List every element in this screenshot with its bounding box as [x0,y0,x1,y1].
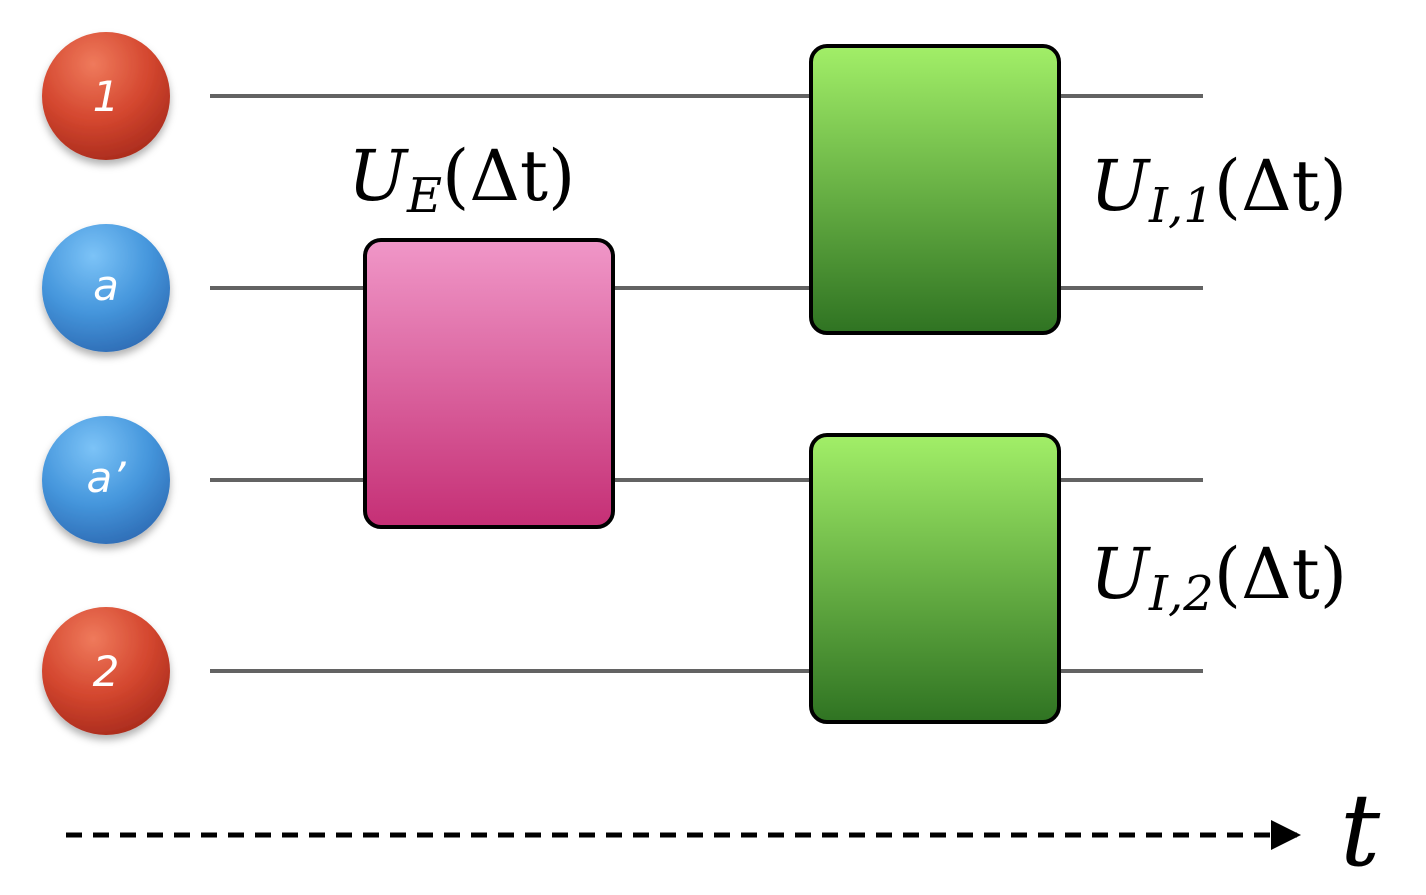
gate-subscript-u-i1: I,1 [1148,178,1214,234]
qubit-label-2: 2 [93,647,120,696]
qubit-node-a-prime: a’ [42,416,170,544]
qubit-label-1: 1 [93,72,120,121]
gate-label-u-i2: UI,2(Δt) [1090,533,1347,622]
qubit-node-2: 2 [42,607,170,735]
gate-argument-u-i2: (Δt) [1214,533,1347,615]
time-axis-label: t [1340,772,1381,889]
qubit-node-a: a [42,224,170,352]
gate-label-u-e: UE(Δt) [348,135,575,224]
gate-symbol-u-e: U [348,135,409,217]
gate-subscript-u-i2: I,2 [1148,566,1214,622]
qubit-label-a-prime: a’ [86,453,126,502]
qubit-node-1: 1 [42,32,170,160]
qubit-label-a: a [93,261,119,310]
gate-u-i2 [809,433,1061,724]
gate-argument-u-e: (Δt) [442,135,575,217]
gate-subscript-u-e: E [406,168,442,224]
gate-u-e [363,238,615,529]
gate-label-u-i1: UI,1(Δt) [1090,145,1347,234]
gate-symbol-u-i2: U [1090,533,1151,615]
gate-u-i1 [809,44,1061,335]
gate-argument-u-i1: (Δt) [1214,145,1347,227]
gate-symbol-u-i1: U [1090,145,1151,227]
